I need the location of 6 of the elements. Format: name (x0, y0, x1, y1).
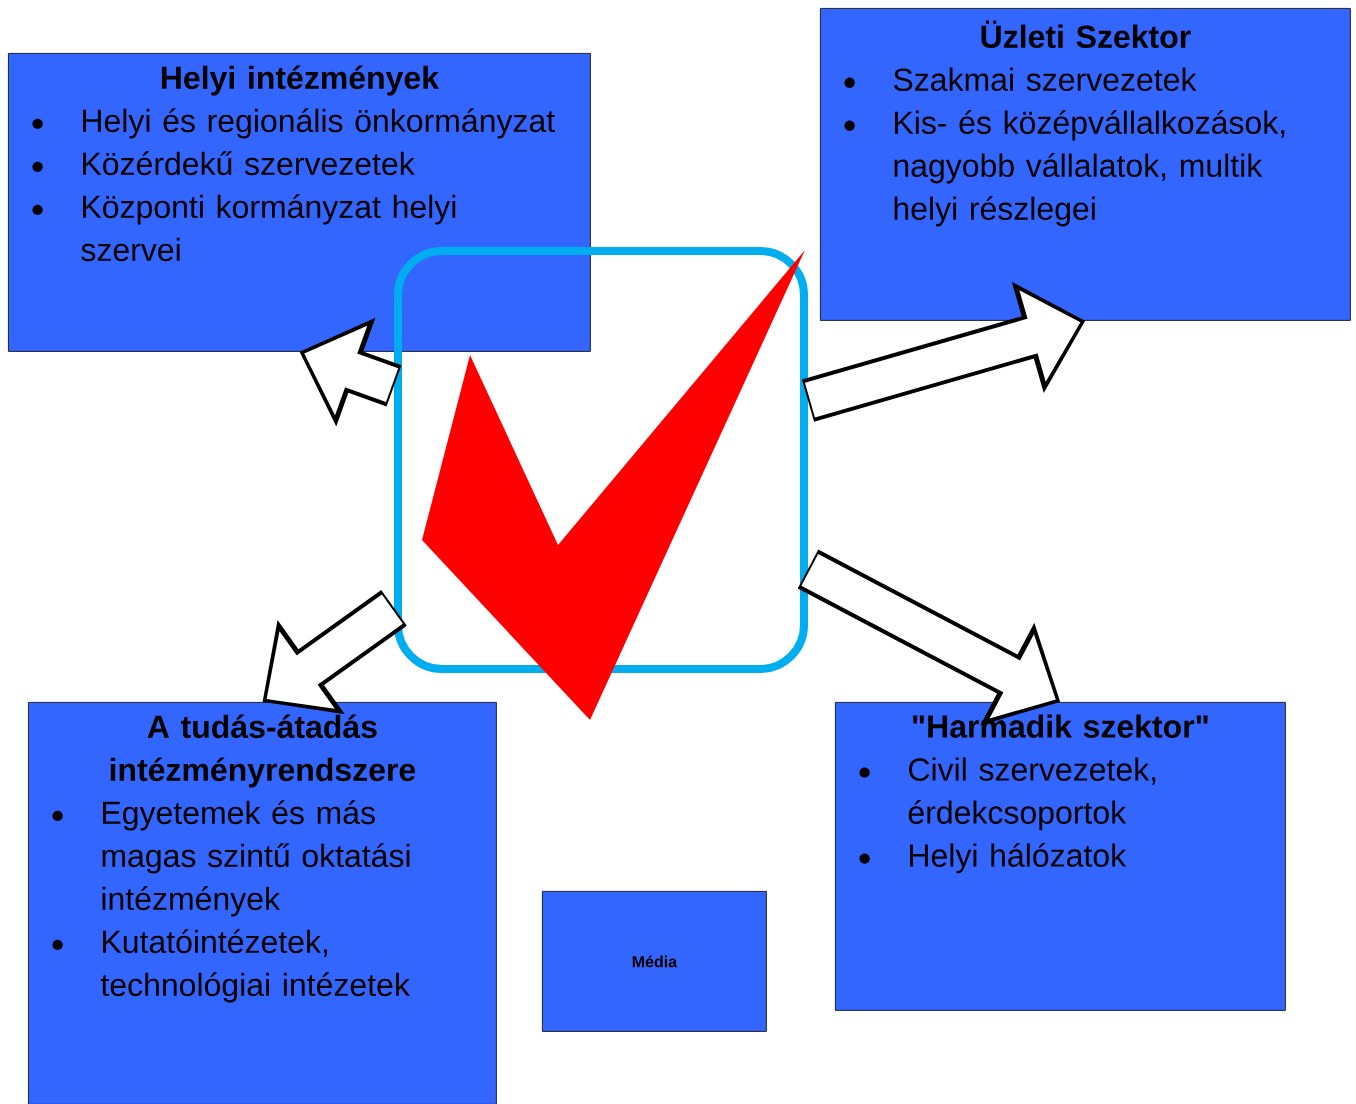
info-box: Helyi intézmények Helyi és regionális önkormányzat Közérdekű szervezetek Központi kormányzat helyi szervei (8, 53, 591, 352)
info-box: Üzleti Szektor Szakmai szervezetek Kis- és középvállalkozások, nagyobb vállalatok, multik helyi részlegei (820, 8, 1351, 321)
label-box: Média (542, 891, 767, 1032)
info-box: "Harmadik szektor" Civil szervezetek, érdekcsoportok Helyi hálózatok (835, 702, 1286, 1011)
info-box: A tudás-átadás intézményrendszere Egyetemek és más magas szintű oktatási intézmények Kutatóintézetek, technológiai intézetek (28, 702, 497, 1104)
rounded-frame (394, 247, 808, 673)
